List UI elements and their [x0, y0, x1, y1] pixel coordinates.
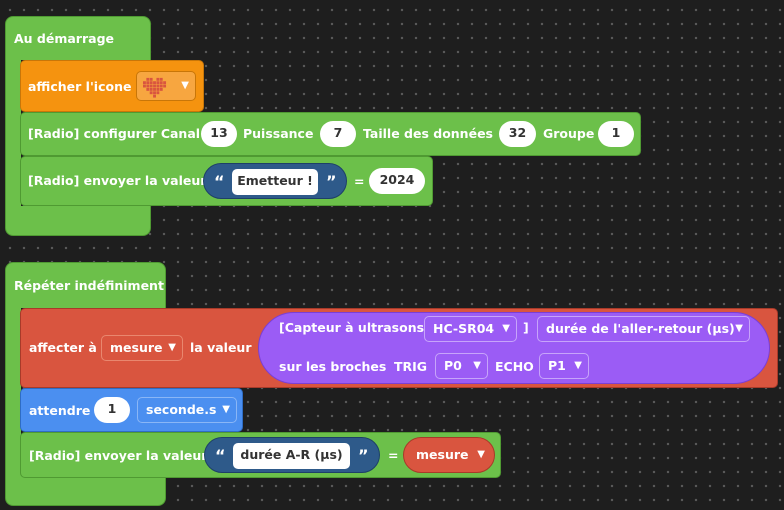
equals-sign: = [388, 448, 399, 463]
chevron-down-icon: ▼ [181, 80, 189, 91]
measure-type: durée de l'aller-retour (µs) [546, 321, 735, 336]
wait-amount-input[interactable]: 1 [94, 397, 130, 423]
chevron-down-icon: ▼ [502, 323, 510, 334]
open-quote: “ [214, 172, 225, 191]
measure-dropdown[interactable]: durée de l'aller-retour (µs) ▼ [537, 316, 750, 342]
power-label: Puissance [243, 126, 314, 141]
time-unit-dropdown[interactable]: seconde.s ▼ [137, 397, 237, 423]
size-label: Taille des données [363, 126, 493, 141]
on-start-footer [5, 206, 151, 236]
time-unit: seconde.s [146, 402, 217, 417]
chevron-down-icon: ▼ [735, 323, 743, 334]
forever-hat[interactable] [5, 262, 166, 308]
size-input[interactable]: 32 [499, 121, 536, 147]
radio-send-measure-label: [Radio] envoyer la valeur [29, 448, 208, 463]
radio-send-label: [Radio] envoyer la valeur [28, 173, 207, 188]
set-variable-label: affecter à [29, 340, 97, 355]
equals-sign: = [354, 174, 365, 189]
group-label: Groupe [543, 126, 595, 141]
sensor-model-dropdown[interactable]: HC-SR04 ▼ [424, 316, 517, 342]
close-quote: ” [358, 446, 369, 465]
echo-pin: P1 [548, 358, 566, 373]
measure-variable: mesure [416, 447, 469, 462]
trig-pin: P0 [444, 358, 462, 373]
sensor-label: [Capteur à ultrasons [279, 320, 425, 335]
chevron-down-icon: ▼ [168, 342, 176, 353]
variable-dropdown[interactable]: mesure ▼ [101, 335, 183, 361]
open-quote: “ [215, 446, 226, 465]
echo-label: ECHO [495, 359, 534, 374]
string-input[interactable]: Emetteur ! [232, 169, 318, 195]
forever-footer [5, 476, 166, 506]
close-quote: ” [326, 172, 337, 191]
chevron-down-icon: ▼ [477, 449, 485, 460]
show-icon-label: afficher l'icone [28, 79, 132, 94]
value-input[interactable]: 2024 [369, 168, 425, 194]
string-input[interactable]: durée A-R (µs) [233, 443, 350, 469]
trig-pin-dropdown[interactable]: P0 ▼ [435, 353, 488, 379]
forever-body-side [5, 306, 21, 478]
on-start-hat[interactable] [5, 16, 151, 60]
group-input[interactable]: 1 [598, 121, 634, 147]
pins-label: sur les broches [279, 359, 387, 374]
power-input[interactable]: 7 [320, 121, 356, 147]
chevron-down-icon: ▼ [473, 360, 481, 371]
measure-variable-reporter[interactable]: mesure ▼ [403, 437, 495, 473]
on-start-body-side [5, 58, 21, 208]
variable-name: mesure [110, 340, 163, 355]
on-start-hat-label: Au démarrage [14, 31, 114, 46]
chevron-down-icon: ▼ [222, 404, 230, 415]
icon-picker-dropdown[interactable]: ▼ [136, 71, 196, 101]
heart-icon [143, 77, 167, 98]
trig-label: TRIG [394, 359, 428, 374]
echo-pin-dropdown[interactable]: P1 ▼ [539, 353, 589, 379]
forever-hat-label: Répéter indéfiniment [14, 278, 164, 293]
bracket: ] [523, 320, 529, 335]
value-label: la valeur [190, 340, 252, 355]
chevron-down-icon: ▼ [574, 360, 582, 371]
sensor-model: HC-SR04 [433, 321, 495, 336]
wait-label: attendre [29, 403, 91, 418]
channel-input[interactable]: 13 [201, 121, 237, 147]
radio-config-label: [Radio] configurer Canal [28, 126, 201, 141]
